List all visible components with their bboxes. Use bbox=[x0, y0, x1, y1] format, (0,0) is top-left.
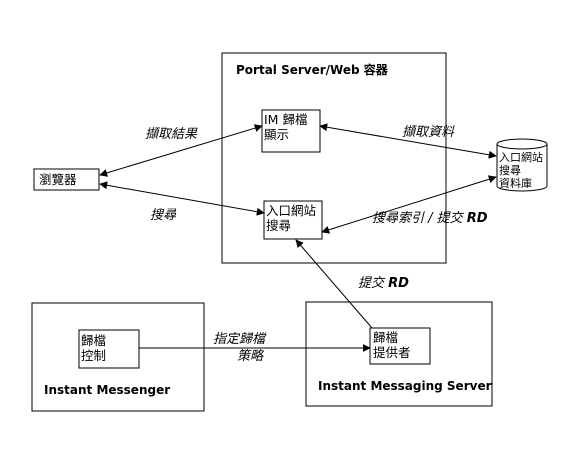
portal-search-line2: 搜尋 bbox=[266, 218, 291, 233]
fetch-data-label: 擷取資料 bbox=[402, 125, 455, 140]
fetch-results-arrow bbox=[99, 124, 263, 177]
portal-server-title: Portal Server/Web 容器 bbox=[236, 62, 389, 77]
archive-policy-label-line2: 策略 bbox=[237, 349, 265, 364]
browser-label: 瀏覽器 bbox=[39, 172, 77, 187]
portal-search-line1: 入口網站 bbox=[266, 203, 316, 218]
fetch-results-label: 擷取結果 bbox=[145, 127, 198, 142]
search-database-line2: 搜尋 bbox=[499, 163, 521, 177]
portal-server-container: Portal Server/Web 容器 bbox=[221, 52, 447, 264]
submit-rd-arrow bbox=[295, 239, 373, 329]
search-arrow bbox=[99, 181, 265, 216]
instant-messaging-server-title: Instant Messaging Server bbox=[318, 379, 492, 393]
instant-messaging-server-container: Instant Messaging Server bbox=[305, 301, 493, 407]
archive-control-line2: 控制 bbox=[81, 348, 106, 363]
archive-control-line1: 歸檔 bbox=[81, 333, 106, 348]
archive-provider-node: 歸檔 提供者 bbox=[369, 327, 431, 365]
archive-provider-line1: 歸檔 bbox=[373, 330, 398, 345]
im-archive-display-line1: IM 歸檔 bbox=[264, 112, 307, 127]
instant-messenger-container: Instant Messenger bbox=[31, 302, 205, 412]
search-index-arrow bbox=[321, 175, 497, 234]
search-index-submit-label: 搜尋索引 / 提交 RD bbox=[372, 210, 488, 226]
archive-policy-label-line1: 指定歸檔 bbox=[213, 331, 267, 347]
submit-rd-label: 提交 RD bbox=[358, 275, 409, 291]
submit-text: 提交 bbox=[358, 275, 388, 291]
search-database-node: 入口網站 搜尋 資料庫 bbox=[496, 138, 548, 192]
portal-search-node: 入口網站 搜尋 bbox=[263, 200, 323, 240]
im-archive-display-node: IM 歸檔 顯示 bbox=[261, 109, 321, 153]
search-index-submit-text: 搜尋索引 / 提交 bbox=[372, 210, 467, 226]
fetch-data-arrow bbox=[319, 123, 497, 159]
search-database-line1: 入口網站 bbox=[499, 150, 543, 164]
search-label: 搜尋 bbox=[150, 208, 177, 223]
archive-control-node: 歸檔 控制 bbox=[78, 329, 140, 369]
search-index-rd-text: RD bbox=[467, 211, 488, 226]
submit-rd-text: RD bbox=[388, 276, 409, 291]
browser-node: 瀏覽器 bbox=[33, 168, 100, 191]
archive-provider-line2: 提供者 bbox=[373, 345, 411, 360]
im-archive-display-line2: 顯示 bbox=[264, 127, 289, 142]
instant-messenger-title: Instant Messenger bbox=[44, 383, 170, 397]
search-database-line3: 資料庫 bbox=[499, 176, 532, 190]
